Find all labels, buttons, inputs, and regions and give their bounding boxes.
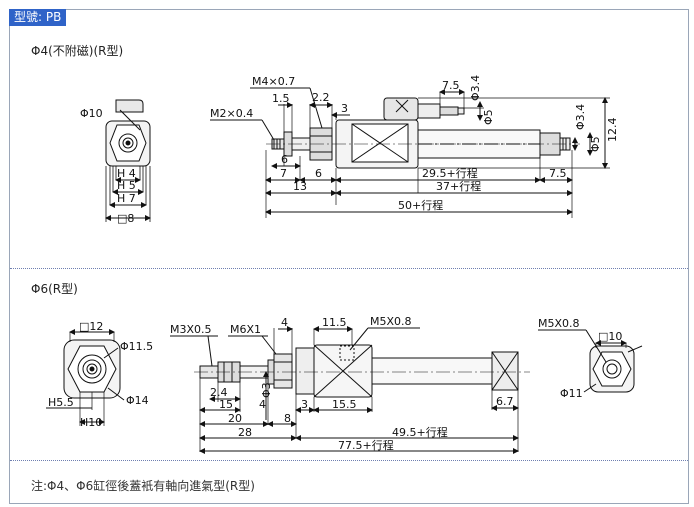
s2-dim-4b: 4: [259, 398, 266, 411]
s2-thread-nut: M6X1: [230, 323, 261, 336]
s2-dim-6_7: 6.7: [496, 395, 514, 408]
s2-dim-8: 8: [284, 412, 291, 425]
s2-dim-49_5: 49.5+行程: [392, 426, 448, 439]
s1-end-view: [105, 99, 151, 222]
s2-dim-3: 3: [301, 398, 308, 411]
s1-side-view: [210, 87, 610, 218]
s1-dim-2_2: 2.2: [312, 91, 330, 104]
s1-dim-phi5-right: Φ5: [589, 136, 602, 152]
s1-dim-3: 3: [341, 102, 348, 115]
model-tag: 型號: PB: [9, 9, 67, 26]
s1-end-dia: Φ10: [80, 107, 103, 120]
s1-dim-phi3_4-right: Φ3.4: [574, 104, 587, 130]
s2-end-left-dia11_5: Φ11.5: [120, 340, 153, 353]
s1-end-square: □8: [117, 212, 134, 225]
s2-end-left-dia14: Φ14: [126, 394, 149, 407]
s1-thread-small: M2×0.4: [210, 107, 253, 120]
s2-dim-2_4: 2.4: [210, 386, 228, 399]
s2-thread-small: M3X0.5: [170, 323, 212, 336]
s1-dim-50: 50+行程: [398, 199, 443, 212]
drawing-frame: [9, 9, 689, 504]
s2-dim-20: 20: [228, 412, 242, 425]
section2-title: Φ6(R型): [31, 282, 78, 296]
s2-end-view-right: [538, 329, 643, 393]
s2-side-view: [170, 326, 530, 454]
s1-dim-37: 37+行程: [436, 180, 481, 193]
s1-dim-phi5-top: Φ5: [482, 109, 495, 125]
s2-dim-4: 4: [281, 316, 288, 329]
section-divider: [10, 268, 688, 269]
s2-end-left-square: □12: [79, 320, 103, 333]
s2-thread-port: M5X0.8: [370, 315, 412, 328]
s1-dim-1_5: 1.5: [272, 92, 290, 105]
s2-dim-15: 15: [219, 398, 233, 411]
s1-dim-6a: 6: [281, 153, 288, 166]
s1-dim-7_5-bottom: 7.5: [549, 167, 567, 180]
s1-dim-6b: 6: [315, 167, 322, 180]
s1-end-h5: H 5: [117, 179, 136, 192]
s2-end-left-h5_5: H5.5: [48, 396, 74, 409]
s1-thread-nut: M4×0.7: [252, 75, 295, 88]
s2-dim-28: 28: [238, 426, 252, 439]
section1-title: Φ4(不附磁)(R型): [31, 44, 124, 58]
s2-dim-15_5: 15.5: [332, 398, 357, 411]
s1-dim-13: 13: [293, 180, 307, 193]
footer-note: 注:Φ4、Φ6缸徑後蓋衹有軸向進氣型(R型): [31, 479, 255, 493]
s1-end-h4: H 4: [117, 167, 136, 180]
s1-dim-12_4: 12.4: [606, 118, 619, 143]
s2-dim-11_5: 11.5: [322, 316, 347, 329]
s1-dim-7_5-top: 7.5: [442, 79, 460, 92]
s2-end-right-dia11: Φ11: [560, 387, 583, 400]
s2-end-view-left: [46, 329, 125, 426]
s1-dim-29_5: 29.5+行程: [422, 167, 478, 180]
s2-end-right-thread: M5X0.8: [538, 317, 580, 330]
s2-dim-77_5: 77.5+行程: [338, 439, 394, 452]
s1-end-h7: H 7: [117, 192, 136, 205]
footer-divider: [10, 460, 688, 461]
s2-end-left-h10: H10: [80, 416, 102, 429]
s1-dim-phi3_4-top: Φ3.4: [469, 75, 482, 101]
s2-dim-phi3: Φ3: [260, 382, 273, 398]
s1-dim-7: 7: [280, 167, 287, 180]
s2-end-right-square: □10: [598, 330, 622, 343]
